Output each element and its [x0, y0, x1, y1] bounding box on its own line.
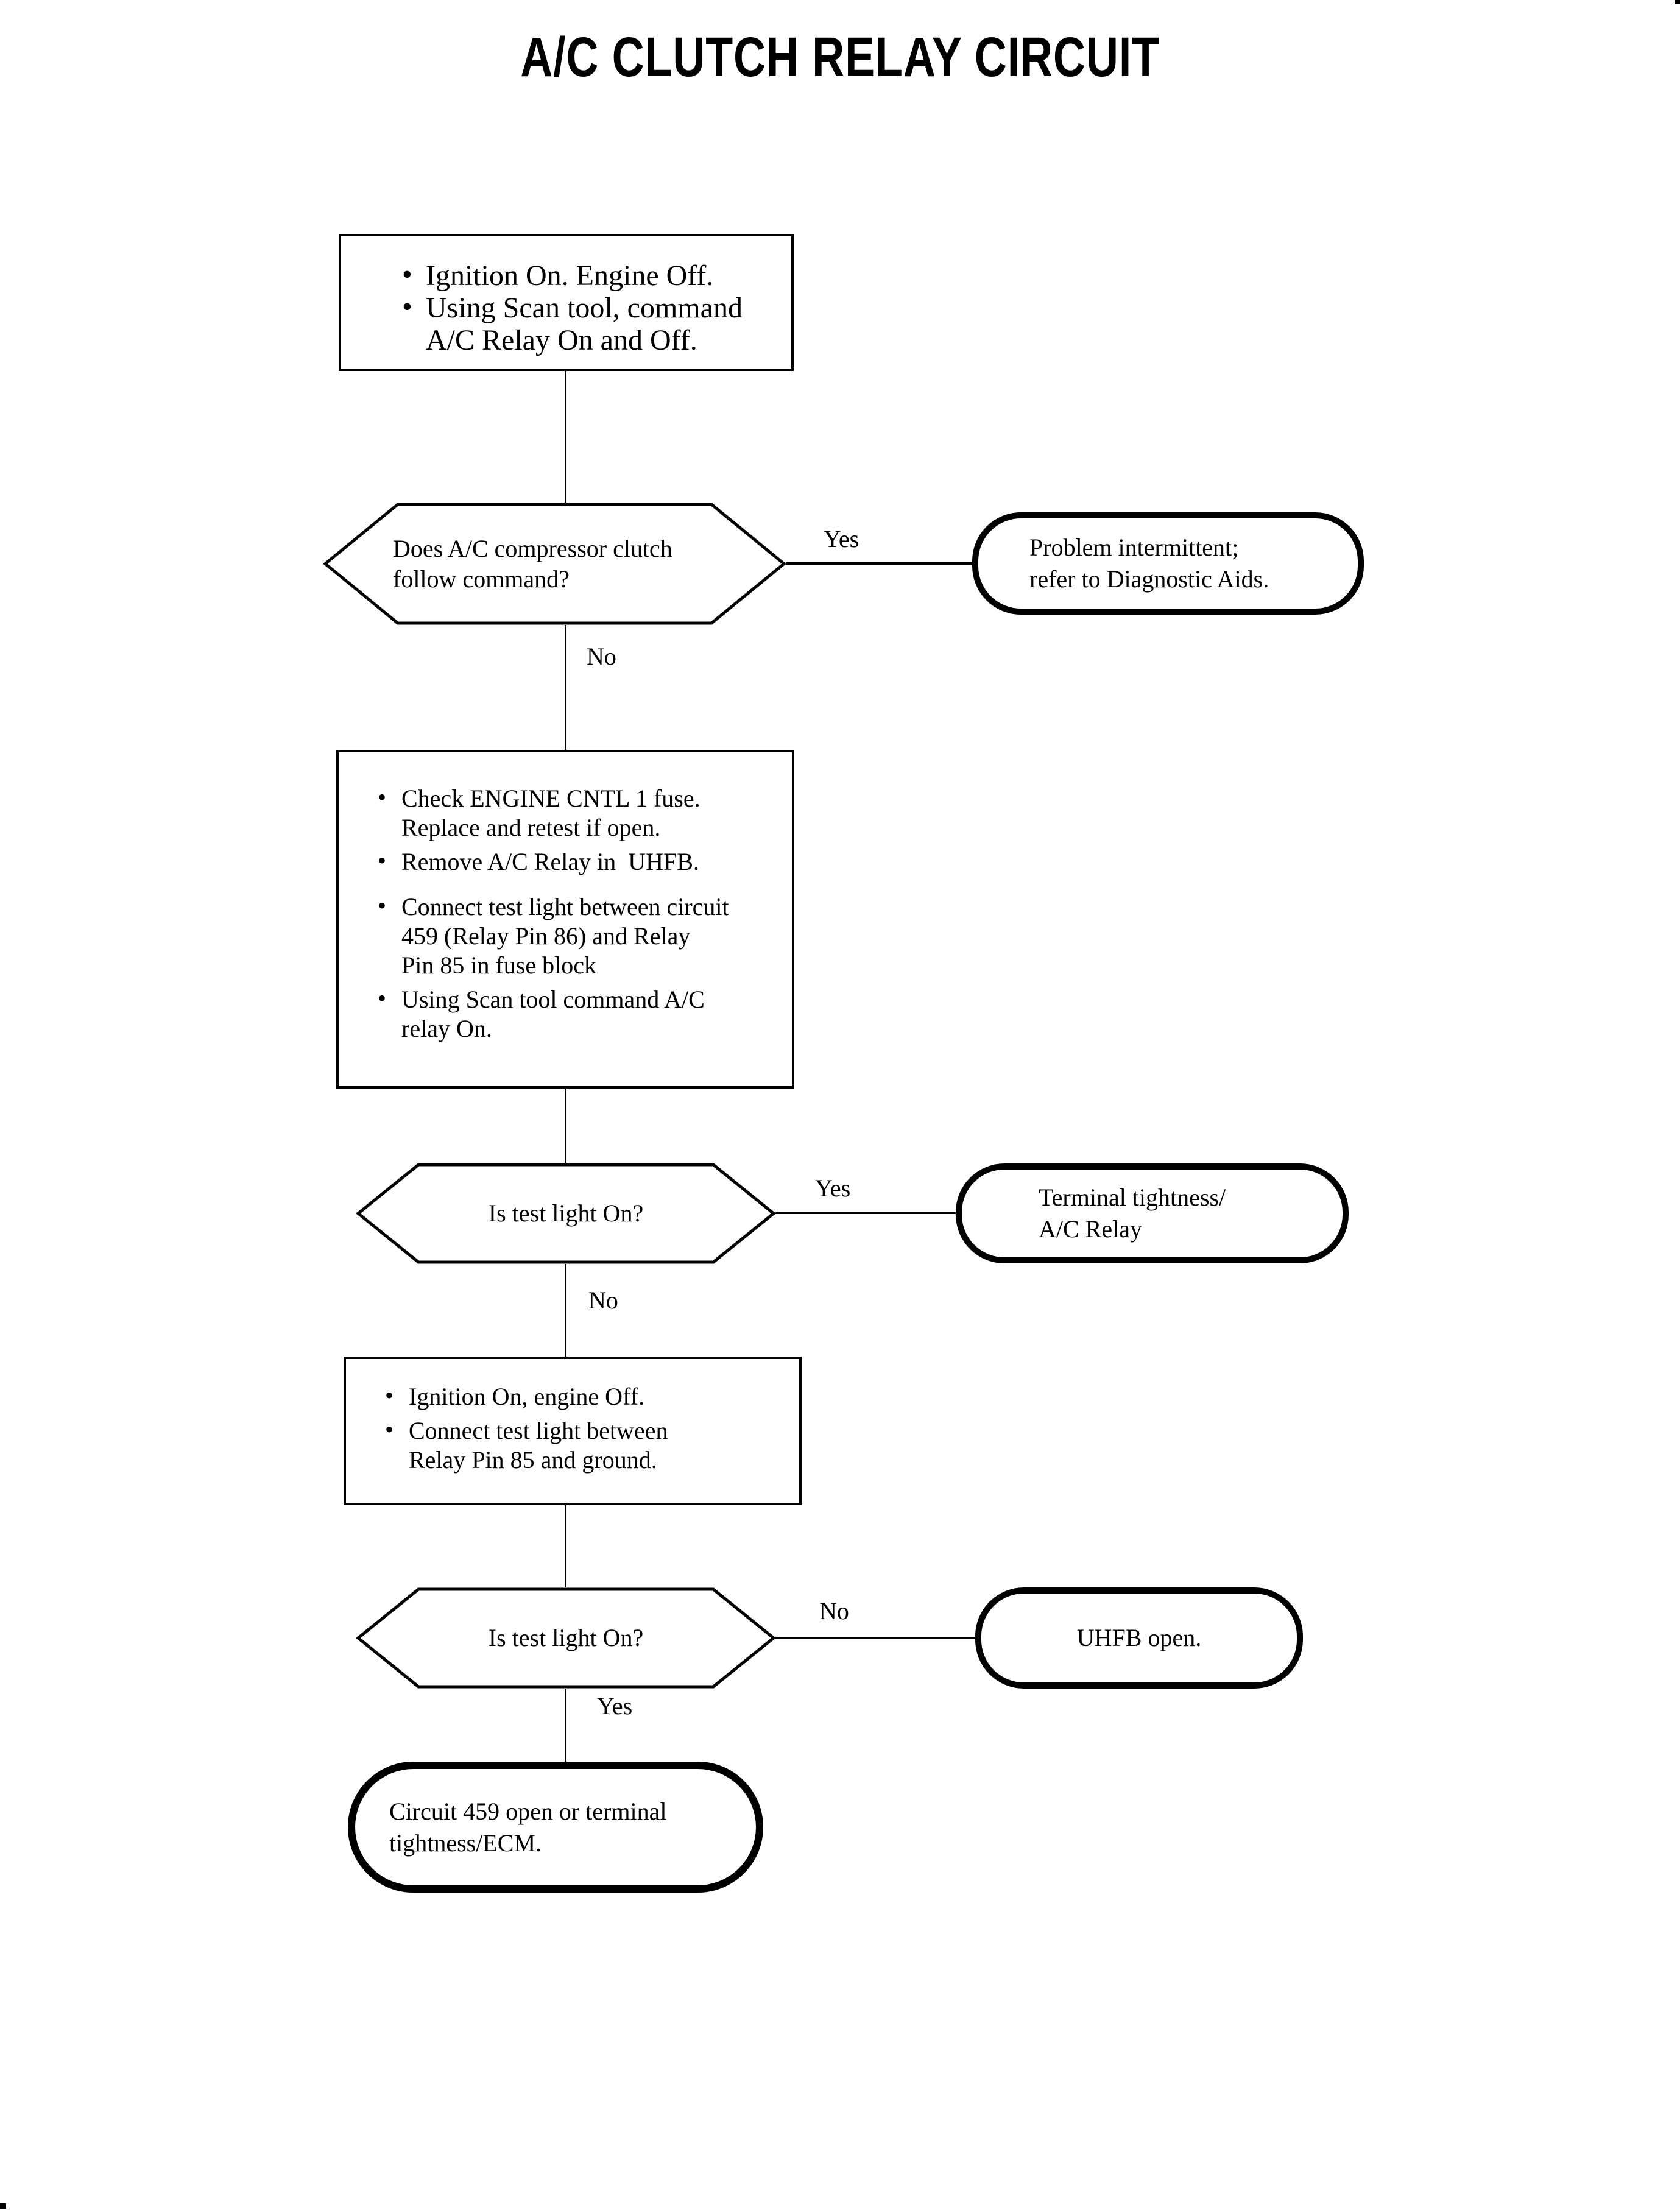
bullet-item: Connect test light between Relay Pin 85 … [346, 1415, 794, 1475]
yes-branch-label: Yes [824, 525, 859, 552]
bullet-item: Ignition On, engine Off. [346, 1381, 794, 1411]
decision-compressor-clutch: Does A/C compressor clutch follow comman… [323, 503, 786, 625]
connector-line [786, 562, 972, 565]
connector-line [775, 1637, 975, 1639]
bullet-item: Using Scan tool, command A/C Relay On an… [341, 291, 786, 356]
bullet-list: Check ENGINE CNTL 1 fuse. Replace and re… [339, 783, 787, 1043]
terminal-text: Problem intermittent; refer to Diagnosti… [1029, 534, 1269, 593]
connector-line [565, 625, 566, 750]
yes-branch-label: Yes [815, 1174, 851, 1202]
hexagon-shape [323, 503, 786, 625]
yes-branch-label: Yes [597, 1692, 633, 1720]
terminal-terminal-tightness: Terminal tightness/ A/C Relay [956, 1163, 1349, 1263]
no-branch-label: No [588, 1287, 618, 1314]
connector-line [565, 1089, 566, 1163]
page-title: A/C CLUTCH RELAY CIRCUIT [520, 26, 1160, 88]
decision-question: Is test light On? [488, 1624, 644, 1651]
terminal-circuit-459-open: Circuit 459 open or terminal tightness/E… [348, 1762, 763, 1893]
process-box-ground-test: Ignition On, engine Off. Connect test li… [344, 1357, 802, 1505]
process-box-initial-setup: Ignition On. Engine Off. Using Scan tool… [339, 234, 794, 371]
bullet-item: Connect test light between circuit 459 (… [339, 891, 787, 980]
scan-artifact-top-right [1675, 0, 1680, 4]
hexagon-shape [356, 1587, 775, 1689]
decision-question: Does A/C compressor clutch follow comman… [393, 534, 672, 593]
bullet-item: Using Scan tool command A/C relay On. [339, 984, 787, 1043]
terminal-text: Terminal tightness/ A/C Relay [1039, 1184, 1226, 1243]
bullet-list: Ignition On, engine Off. Connect test li… [346, 1381, 794, 1475]
no-branch-label: No [587, 643, 616, 670]
page-title-row: A/C CLUTCH RELAY CIRCUIT [0, 27, 1680, 88]
process-box-fuse-and-test-light: Check ENGINE CNTL 1 fuse. Replace and re… [336, 750, 794, 1089]
terminal-text: UHFB open. [1076, 1624, 1202, 1651]
terminal-text: Circuit 459 open or terminal tightness/E… [389, 1797, 667, 1857]
bullet-item: Remove A/C Relay in UHFB. [339, 846, 787, 877]
decision-question: Is test light On? [488, 1199, 644, 1227]
decision-test-light-1: Is test light On? [356, 1163, 775, 1264]
no-branch-label: No [819, 1597, 849, 1625]
connector-line [565, 371, 566, 503]
scan-artifact-bottom-left [0, 2203, 6, 2209]
decision-test-light-2: Is test light On? [356, 1587, 775, 1689]
connector-line [565, 1505, 566, 1587]
connector-line [775, 1212, 956, 1214]
bullet-item: Check ENGINE CNTL 1 fuse. Replace and re… [339, 783, 787, 842]
hexagon-shape [356, 1163, 775, 1264]
connector-line [565, 1689, 566, 1762]
connector-line [565, 1264, 566, 1357]
bullet-item: Ignition On. Engine Off. [341, 258, 786, 292]
bullet-list: Ignition On. Engine Off. Using Scan tool… [341, 258, 786, 356]
terminal-problem-intermittent: Problem intermittent; refer to Diagnosti… [972, 512, 1364, 615]
terminal-uhfb-open: UHFB open. [975, 1587, 1303, 1689]
